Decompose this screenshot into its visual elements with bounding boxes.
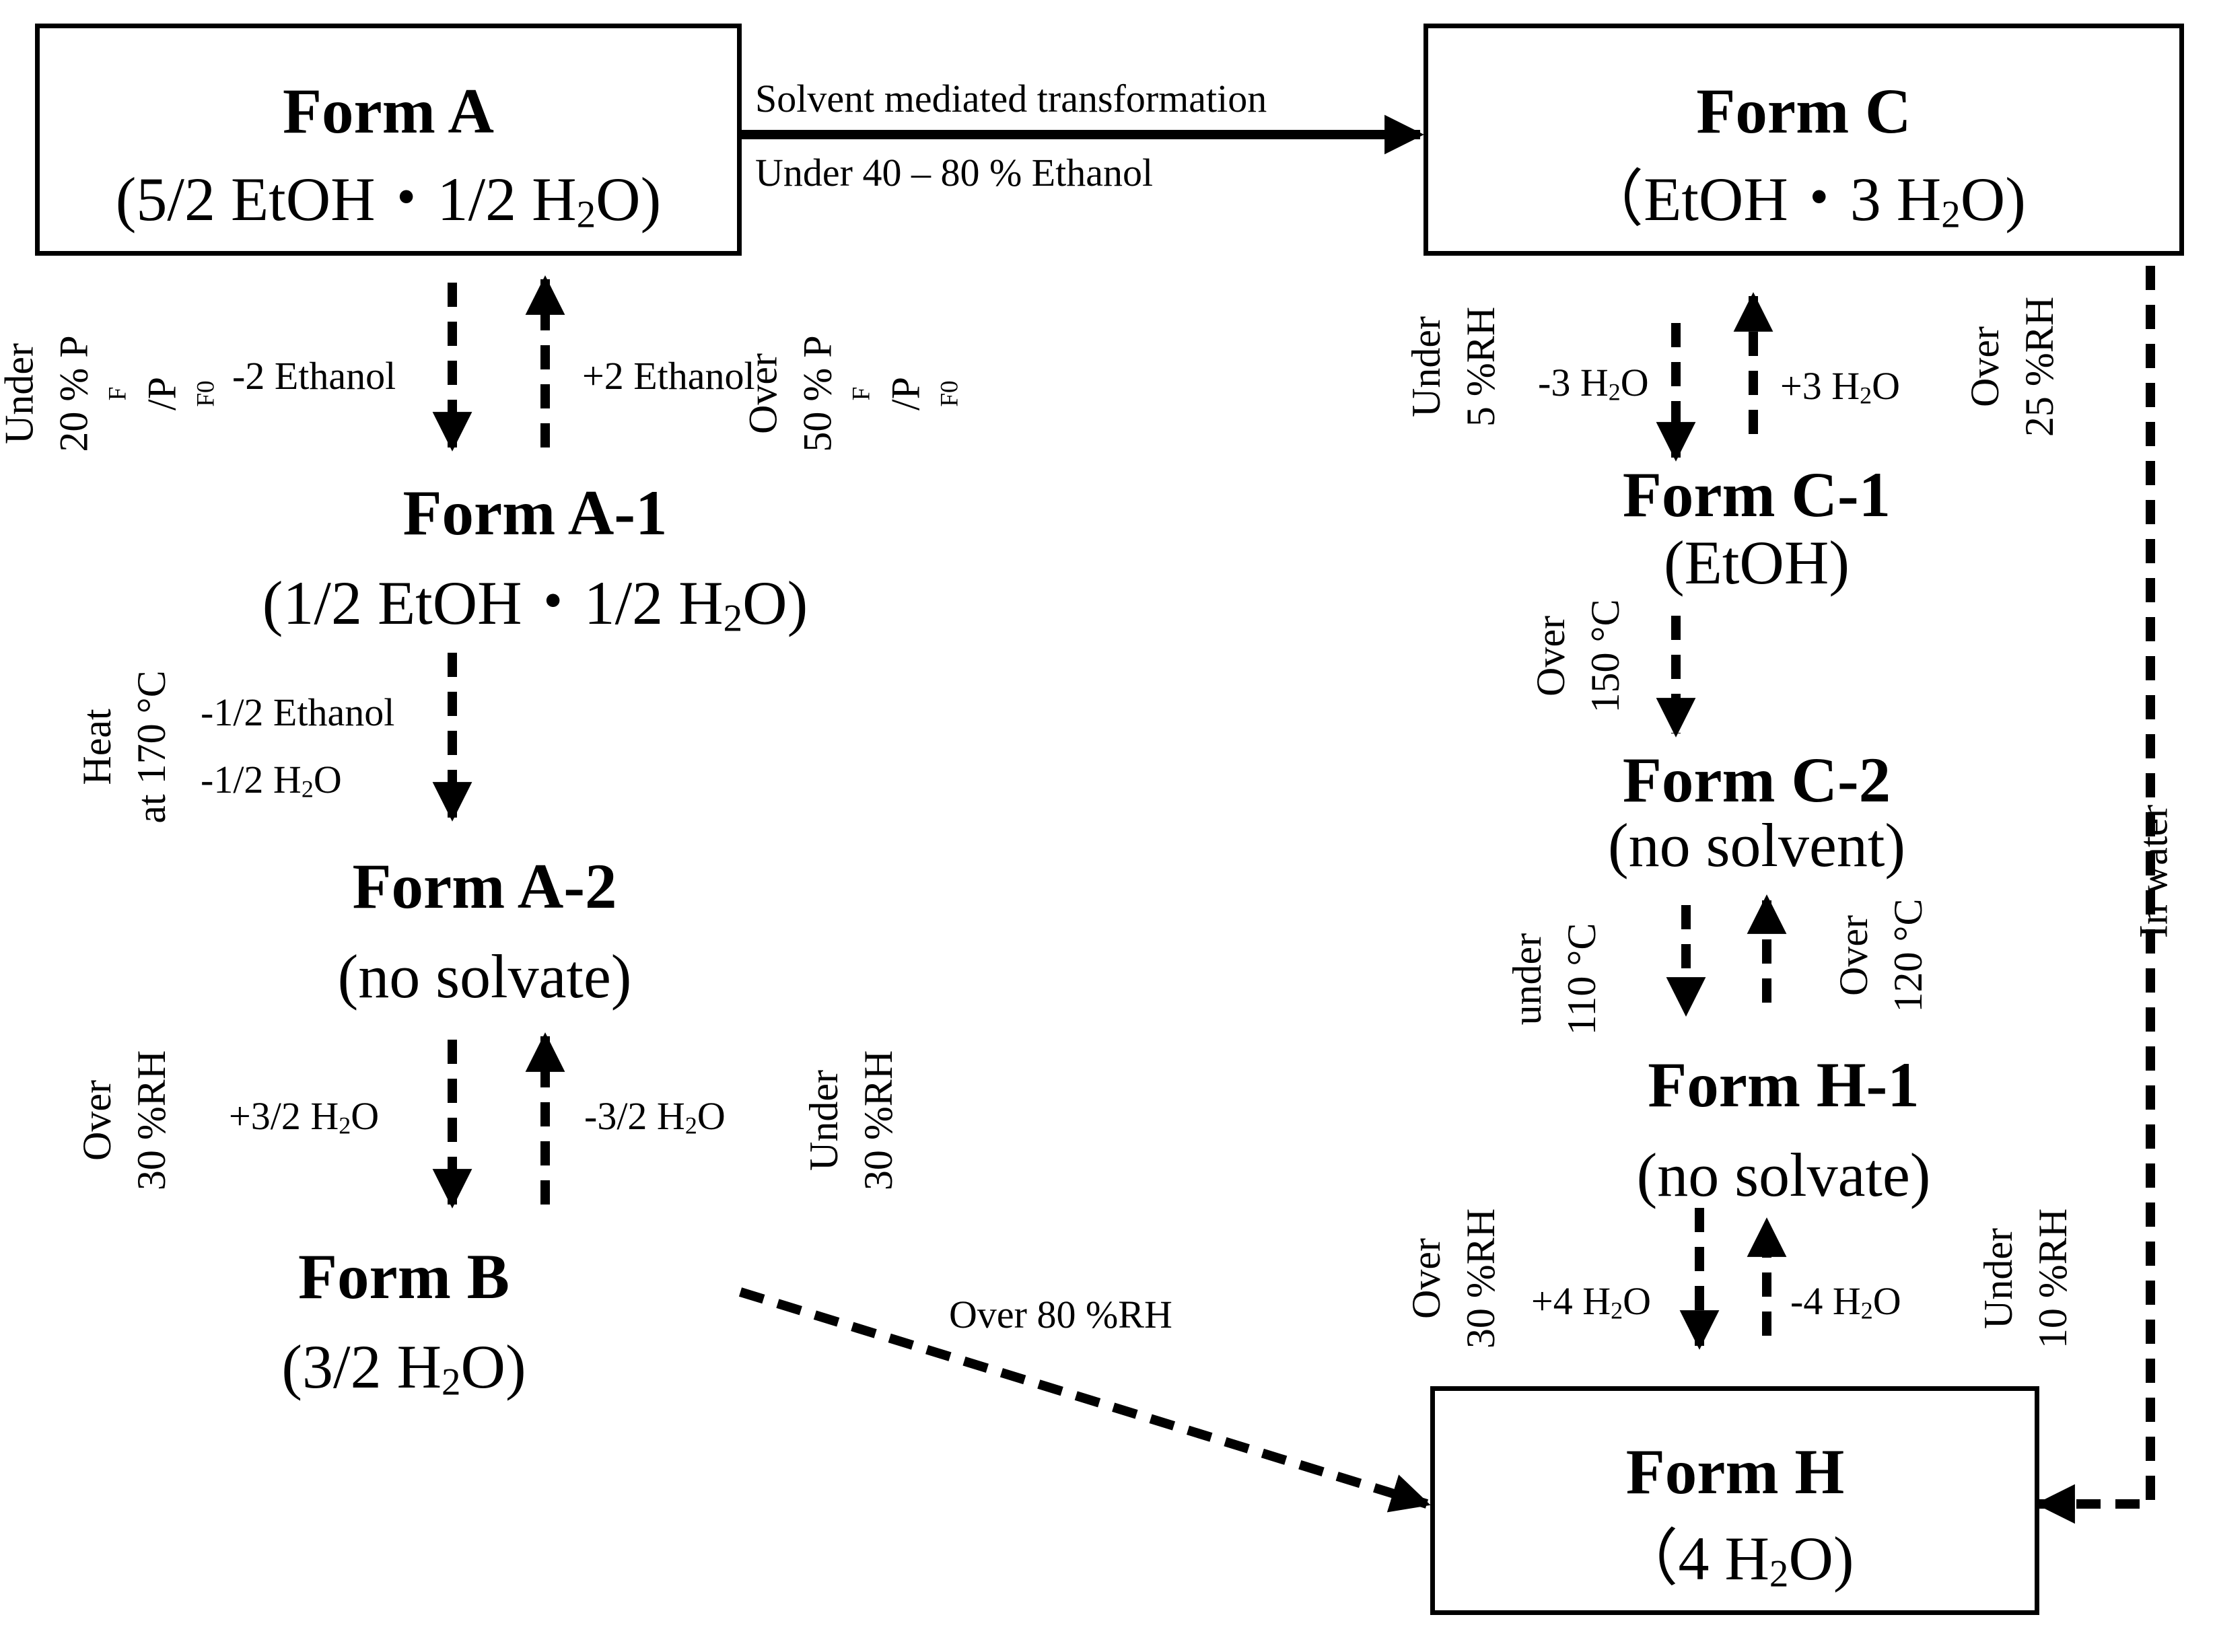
form-c-name: Form C [1696,75,1911,147]
form-a2-name: Form A-2 [352,851,617,922]
form-a-name: Form A [283,75,494,147]
form-c1-name: Form C-1 [1622,459,1891,530]
form-c2-composition: (no solvent) [1607,811,1906,879]
form-h1-name: Form H-1 [1648,1049,1920,1120]
form-a2-composition: (no solvate) [337,942,632,1011]
form-c-box [1423,24,2184,256]
form-h1-composition: (no solvate) [1636,1141,1931,1209]
form-c2-name: Form C-2 [1622,744,1891,816]
edge-a2-to-b-label: +3/2 H2O [229,1094,380,1139]
form-a-composition: (5/2 EtOH・1/2 H2O) [115,165,662,236]
form-b-name: Form B [298,1241,509,1312]
form-c1-composition: (EtOH) [1664,528,1850,597]
form-a-box [35,24,742,256]
form-h-composition: （4 H2O) [1616,1524,1854,1595]
edge-b-to-h-arrow [738,1287,1431,1513]
edge-a-to-a1-label: -2 Ethanol [232,354,396,398]
edge-h1-to-h-label: +4 H2O [1531,1279,1651,1324]
edge-b-to-a2-label: -3/2 H2O [584,1094,726,1139]
edge-a-to-c-label-bottom: Under 40 – 80 % Ethanol [755,151,1154,194]
edge-c1-to-c-label: +3 H2O [1780,364,1900,409]
edge-a1-to-a2-label-2: -1/2 H2O [201,758,342,803]
form-h-box [1430,1386,2039,1615]
edge-c-to-h-label: In water [2131,804,2176,939]
edge-c-to-h-arrow [2035,266,2155,1524]
edge-h-to-h1-label: -4 H2O [1790,1279,1901,1324]
edge-b-to-h-label: Over 80 %RH [949,1293,1172,1336]
edge-a-to-c-label-top: Solvent mediated transformation [755,77,1267,120]
edge-a1-to-a2-label-1: -1/2 Ethanol [201,690,395,734]
edge-a1-to-a-label: +2 Ethanol [582,354,755,398]
form-a1-composition: (1/2 EtOH・1/2 H2O) [262,569,808,640]
edge-c-to-c1-label: -3 H2O [1538,361,1649,406]
form-h-name: Form H [1625,1436,1845,1507]
form-c-composition: （EtOH・3 H2O) [1582,165,2026,236]
form-b-composition: (3/2 H2O) [281,1332,526,1404]
form-a1-name: Form A-1 [402,477,668,548]
